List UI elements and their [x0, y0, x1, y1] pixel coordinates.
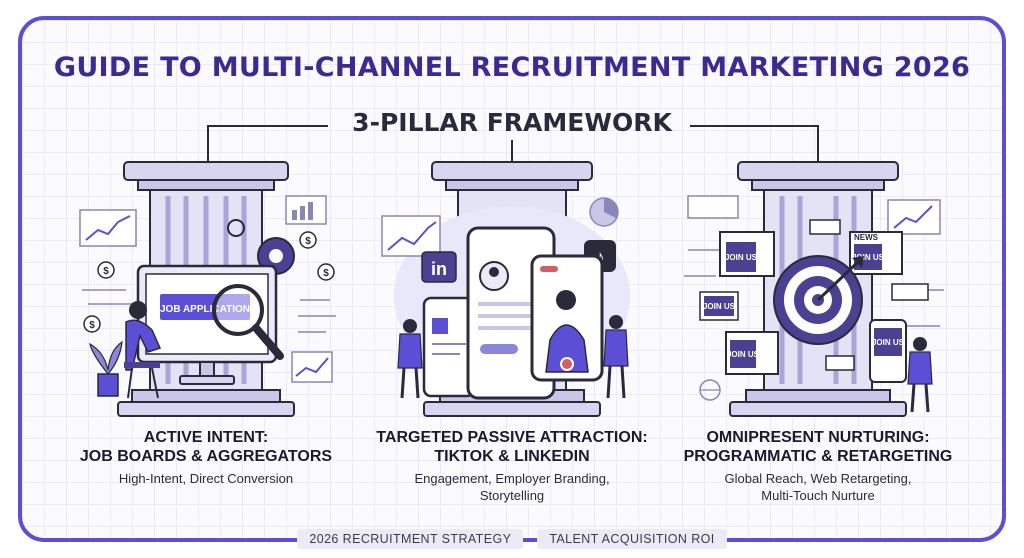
pillar-3-description: Global Reach, Web Retargeting, Multi-Tou… — [724, 471, 912, 503]
connector-lines — [207, 125, 819, 162]
pillar-1-text: ACTIVE INTENT: JOB BOARDS & AGGREGATORS … — [56, 428, 356, 487]
svg-text:JOIN US: JOIN US — [872, 338, 905, 347]
pillar-1-decor: $ $ $ $ JOB APPLICATION — [79, 195, 336, 399]
pillar-2-decor: in ♪ — [381, 197, 630, 400]
svg-text:in: in — [431, 259, 447, 279]
svg-text:JOIN US: JOIN US — [727, 350, 760, 359]
pillar-3-heading: OMNIPRESENT NURTURING: PROGRAMMATIC & RE… — [683, 429, 953, 465]
pillar-3-text: OMNIPRESENT NURTURING: PROGRAMMATIC & RE… — [668, 428, 968, 504]
svg-text:JOIN US: JOIN US — [852, 253, 885, 262]
badge-recruitment-strategy: 2026 RECRUITMENT STRATEGY — [297, 529, 524, 549]
svg-text:$: $ — [323, 268, 329, 279]
linkedin-icon — [421, 251, 457, 283]
svg-text:$: $ — [89, 320, 95, 331]
footer-badges: 2026 RECRUITMENT STRATEGY TALENT ACQUISI… — [0, 529, 1024, 549]
page-title: GUIDE TO MULTI-CHANNEL RECRUITMENT MARKE… — [53, 52, 971, 83]
badge-talent-acquisition-roi: TALENT ACQUISITION ROI — [537, 529, 727, 549]
target-icon — [773, 255, 864, 345]
pillar-3-decor: JOIN US JOIN US JOIN US JOIN US JOIN US … — [684, 195, 944, 413]
svg-text:JOIN US: JOIN US — [725, 253, 758, 262]
pillar-1-heading: ACTIVE INTENT: JOB BOARDS & AGGREGATORS — [79, 429, 333, 465]
svg-text:JOIN US: JOIN US — [703, 302, 736, 311]
svg-text:$: $ — [305, 236, 311, 247]
svg-text:$: $ — [103, 266, 109, 277]
framework-subtitle: 3-PILLAR FRAMEWORK — [352, 108, 672, 137]
svg-text:♪: ♪ — [596, 247, 605, 267]
magnifier-icon — [212, 284, 264, 336]
news-label: NEWS — [854, 233, 879, 242]
pillar-2-description: Engagement, Employer Branding, Storytell… — [414, 471, 610, 503]
job-application-label: JOB APPLICATION — [160, 304, 250, 315]
pillar-2-heading: TARGETED PASSIVE ATTRACTION: TIKTOK & LI… — [376, 429, 648, 465]
pillar-1-description: High-Intent, Direct Conversion — [118, 471, 294, 486]
pillar-2-text: TARGETED PASSIVE ATTRACTION: TIKTOK & LI… — [362, 428, 662, 504]
